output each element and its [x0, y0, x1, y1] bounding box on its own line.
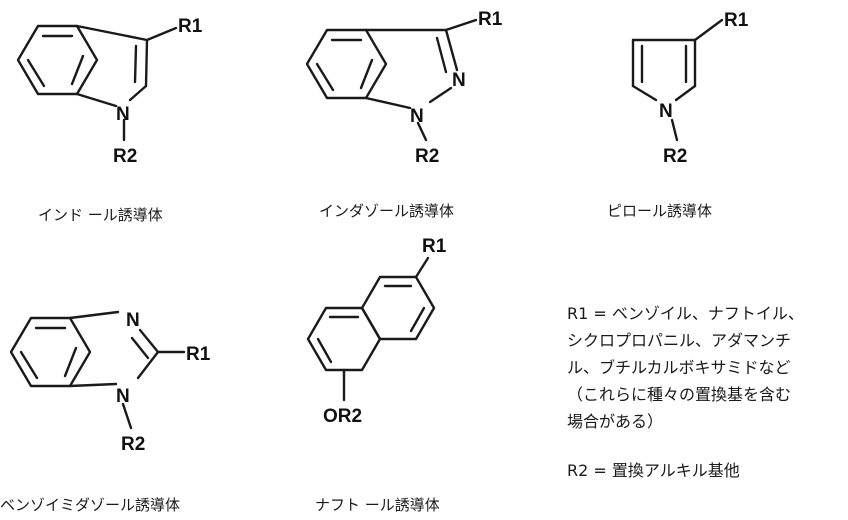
naphthol-caption: ナフト ール誘導体 — [315, 496, 440, 514]
naphthol-bond — [414, 256, 430, 279]
indole-double-bond — [26, 58, 46, 88]
indazole-bond — [444, 18, 478, 32]
indazole-n1-label: N — [410, 106, 424, 127]
indole-bond — [144, 38, 149, 88]
pyrrole-structure: R1 N R2 — [631, 10, 749, 167]
benzimidazole-double-bond — [130, 336, 150, 360]
indole-bond — [145, 26, 178, 42]
indole-caption: インド ール誘導体 — [38, 206, 163, 224]
benzimidazole-r1-label: R1 — [186, 344, 211, 365]
benzimidazole-caption: ベンゾイミダゾール誘導体 — [0, 496, 181, 514]
indazole-bond — [416, 121, 428, 142]
indazole-double-bond — [315, 62, 335, 92]
legend-r1-line-2: シクロプロパニル、アダマンチ — [567, 331, 792, 350]
benzimidazole-n1-label: N — [116, 386, 130, 407]
legend-r2-line: R2 = 置換アルキル基他 — [567, 461, 740, 480]
substituent-legend: R1 = ベンゾイル、ナフトイル、 シクロプロパニル、アダマンチ ル、ブチルカル… — [567, 300, 804, 484]
naphthol-structure: R1 OR2 — [306, 236, 447, 427]
pyrrole-n-label: N — [659, 101, 673, 122]
indazole-bond — [364, 96, 412, 110]
indole-structure: R1 N R2 — [16, 16, 203, 167]
pyrrole-bond — [670, 118, 679, 142]
legend-r1-line-3: ル、ブチルカルボキサミドなど — [567, 358, 791, 377]
legend-r1-line-1: R1 = ベンゾイル、ナフトイル、 — [567, 304, 804, 323]
indazole-r2-label: R2 — [415, 146, 439, 167]
naphthol-double-bond — [316, 337, 333, 364]
pyrrole-caption: ピロール誘導体 — [607, 202, 713, 220]
naphthol-r1-label: R1 — [422, 236, 447, 257]
benzimidazole-bond — [121, 402, 133, 430]
indazole-caption: インダゾール誘導体 — [319, 202, 455, 220]
pyrrole-bond — [631, 84, 658, 102]
legend-r1-line-4: （これらに種々の置換基を含む — [567, 385, 792, 404]
naphthol-or2-label: OR2 — [323, 406, 362, 427]
pyrrole-bond — [674, 84, 697, 102]
pyrrole-r1-label: R1 — [724, 10, 749, 31]
naphthol-double-bond — [409, 306, 426, 333]
indole-r2-label: R2 — [113, 146, 137, 167]
indazole-double-bond — [359, 58, 374, 90]
indole-r1-label: R1 — [178, 16, 203, 37]
indazole-bond — [444, 28, 459, 72]
indole-bond — [128, 84, 148, 102]
pyrrole-bond — [693, 18, 724, 42]
benzimidazole-n3-label: N — [126, 310, 140, 331]
indole-bond — [75, 92, 118, 108]
legend-r1-line-5: 場合がある） — [567, 412, 664, 431]
indole-double-bond — [133, 44, 138, 84]
benzimidazole-bond — [68, 310, 120, 320]
indazole-bond — [428, 86, 453, 104]
benzimidazole-structure: N R1 N R2 — [9, 310, 211, 455]
indole-double-bond — [70, 54, 85, 86]
indazole-structure: R1 N N R2 — [305, 9, 503, 167]
indazole-r1-label: R1 — [478, 9, 503, 30]
indole-n-label: N — [116, 104, 130, 125]
benzimidazole-bond — [138, 328, 160, 354]
naphthol-ring-right — [360, 275, 436, 341]
benzimidazole-double-bond — [19, 350, 39, 380]
pyrrole-r2-label: R2 — [663, 146, 687, 167]
indazole-double-bond — [435, 36, 448, 74]
benzimidazole-bond — [136, 350, 160, 380]
benzimidazole-double-bond — [63, 346, 78, 378]
benzimidazole-r2-label: R2 — [121, 434, 145, 455]
indazole-n2-label: N — [452, 70, 466, 91]
benzimidazole-bond — [68, 382, 118, 388]
indole-bond — [75, 24, 149, 42]
